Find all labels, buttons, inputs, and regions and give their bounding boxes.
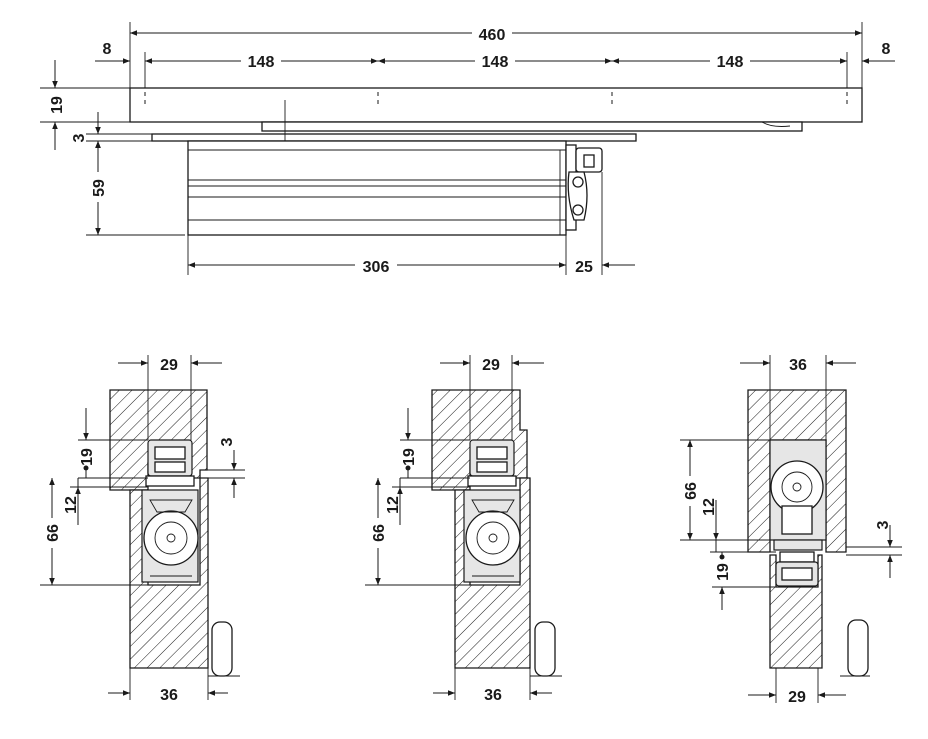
- dim-rail-height-label: 19: [49, 96, 66, 114]
- dim-rail-height: 19: [49, 60, 66, 150]
- s1-gap-3-label: 3: [219, 437, 236, 446]
- s3-height-12-label: 12: [701, 498, 718, 516]
- section-view-1: 29 36 19 12 66 3: [40, 355, 245, 704]
- s1-bottom-width-label: 36: [160, 687, 178, 704]
- s2-height-66-label: 66: [371, 524, 388, 542]
- dim-segments: 148 148 148: [145, 52, 847, 71]
- dim-segment-3-label: 148: [717, 54, 744, 71]
- s3-height-19-label: 19: [715, 563, 732, 581]
- s1-height-66-label: 66: [45, 524, 62, 542]
- end-cap: [565, 144, 603, 231]
- dim-segment-1-label: 148: [248, 54, 275, 71]
- dim-overall-length: 460: [130, 24, 862, 44]
- s2-height-19-label: 19: [401, 448, 418, 466]
- s3-gap-3-label: 3: [875, 520, 892, 529]
- dim-left-offset-label: 8: [103, 41, 112, 58]
- s2-bottom-width-label: 36: [484, 687, 502, 704]
- s1-top-width-label: 29: [160, 357, 178, 374]
- s1-height-19-label: 19: [79, 448, 96, 466]
- s3-top-width-label: 36: [789, 357, 807, 374]
- dim-end-cap: 25: [575, 259, 635, 276]
- dim-body-length-label: 306: [363, 259, 390, 276]
- mounting-plate: [151, 133, 637, 142]
- dim-overall-length-label: 460: [479, 27, 506, 44]
- section-view-2: 29 36 19 12 66: [365, 355, 562, 704]
- dim-end-cap-label: 25: [575, 259, 593, 276]
- dim-body-height: 59: [88, 141, 108, 235]
- dim-gap-label: 3: [71, 133, 88, 142]
- s2-height-12-label: 12: [385, 496, 402, 514]
- section-view-3: 36 29 66 12 19 3: [680, 355, 902, 706]
- s1-height-12-label: 12: [63, 496, 80, 514]
- top-view: 460 148 148 148 8 8: [40, 22, 895, 276]
- dim-right-offset-label: 8: [882, 41, 891, 58]
- dim-gap: 3: [71, 112, 101, 160]
- dim-body-length: 306: [188, 256, 566, 276]
- dim-segment-2-label: 148: [482, 54, 509, 71]
- s2-top-width-label: 29: [482, 357, 500, 374]
- slider-strip: [261, 121, 803, 132]
- closer-body: [187, 140, 567, 236]
- slide-rail: [129, 87, 863, 123]
- dim-offsets: 8 8: [95, 41, 895, 64]
- s3-bottom-width-label: 29: [788, 689, 806, 706]
- dim-body-height-label: 59: [91, 179, 108, 197]
- s3-height-66-label: 66: [683, 482, 700, 500]
